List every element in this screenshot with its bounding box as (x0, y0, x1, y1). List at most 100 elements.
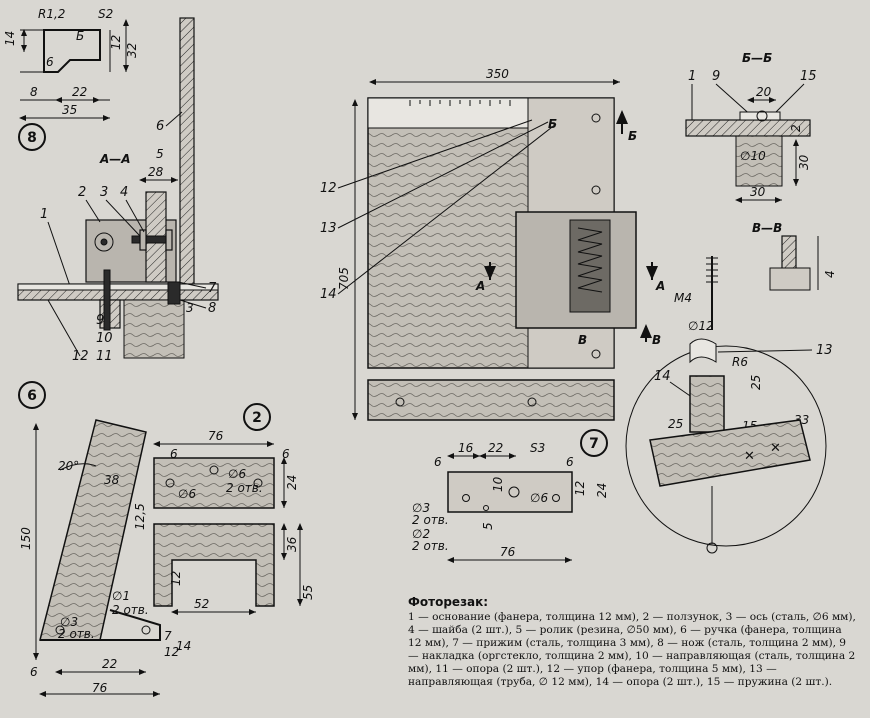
view-2-dim-125: 12,5 (133, 503, 147, 530)
view-8-dim-12: 12 (109, 35, 123, 50)
view-2-dim-6hole: ∅6 (228, 467, 246, 481)
view-aa-dim-3: 3 (186, 301, 194, 315)
view-7-dim-3qty: 2 отв. (412, 513, 449, 527)
view-2-dim-52: 52 (194, 597, 209, 611)
view-8-dim-8: 8 (30, 85, 38, 99)
main-dim-350: 350 (486, 67, 509, 81)
main-label-14: 14 (320, 287, 337, 302)
view-aa-label-6: 6 (156, 119, 164, 134)
view-bb-dim-10: ∅10 (740, 149, 766, 163)
view-8-dim-32: 32 (125, 43, 139, 58)
view-7-dim-76: 76 (500, 545, 516, 559)
view-7-dim-2hole: ∅2 (412, 527, 430, 541)
view-7-dim-12: 12 (573, 481, 587, 496)
view-bb-label-1: 1 (688, 69, 696, 84)
view-2-dim-24: 24 (285, 475, 299, 490)
view-bb-dim-30h: 30 (750, 185, 766, 199)
guide-plate (447, 471, 573, 513)
view-2-dim-6holeB: ∅6 (178, 487, 196, 501)
view-6-dim-14: 14 (176, 639, 191, 653)
view-8-badge (18, 123, 46, 151)
detail-support (689, 375, 725, 433)
detail-dim-12: ∅12 (688, 319, 714, 333)
view-6-dim-7: 7 (164, 629, 172, 643)
view-7-dim-10: 10 (491, 476, 505, 492)
detail-label-14: 14 (654, 369, 671, 384)
caption-text: 1 — основание (фанера, толщина 12 мм), 2… (408, 611, 856, 688)
ruler-stop (367, 97, 529, 129)
view-bb-dim-2: 2 (789, 124, 803, 132)
handle-plate (179, 17, 195, 289)
view-2-dim-qty: 2 отв. (226, 481, 263, 495)
view-aa-label-3: 3 (100, 185, 108, 200)
view-aa-dim-28: 28 (148, 165, 164, 179)
view-7-dim-3hole: ∅3 (412, 501, 430, 515)
view-bb-dim-20: 20 (756, 85, 772, 99)
main-label-v1: В (578, 333, 587, 347)
view-aa-label-10: 10 (96, 331, 113, 346)
view-8-dim-6: 6 (46, 55, 54, 69)
caption: Фоторезак: 1 — основание (фанера, толщин… (408, 596, 858, 689)
main-dim-705: 705 (337, 267, 351, 290)
view-aa-label-7: 7 (208, 281, 217, 296)
knife-blade (167, 281, 181, 305)
svg-text:✕: ✕ (744, 449, 755, 464)
detail-circle (625, 345, 827, 547)
bb-support (735, 135, 783, 187)
view-7-dim-22: 22 (488, 441, 503, 455)
view-8-dim-r12: R1,2 (38, 7, 65, 21)
detail-base (649, 419, 811, 487)
view-aa-label-11: 11 (96, 349, 113, 364)
view-6-dim-3hole-qty: 2 отв. (58, 627, 95, 641)
svg-text:✕: ✕ (770, 441, 781, 456)
support-block (123, 299, 185, 359)
main-label-12: 12 (320, 181, 337, 196)
view-vv-dim-m4: М4 (674, 291, 692, 305)
view-7-dim-6hole: ∅6 (530, 491, 548, 505)
view-8-badge-label: 8 (27, 130, 37, 146)
caption-title: Фоторезак: (408, 595, 489, 609)
view-aa-label-4: 4 (120, 185, 128, 200)
view-aa-label-1: 1 (40, 207, 48, 222)
view-6-badge-label: 6 (27, 388, 37, 404)
view-6-dim-1hole-qty: 2 отв. (112, 603, 149, 617)
view-7-guide: 7 16 22 S3 6 6 10 12 24 ∅6 ∅3 2 отв. ∅2 … (412, 429, 609, 563)
view-8-dim-22: 22 (72, 85, 87, 99)
view-2-slider: 2 76 6 6 ∅6 ∅6 2 отв. 24 12,5 36 55 52 1… (133, 403, 315, 615)
view-6-dim-38: 38 (104, 473, 120, 487)
view-2-dim-6a: 6 (170, 447, 178, 461)
view-2-dim-36: 36 (285, 536, 299, 552)
view-2-dim-6b: 6 (282, 447, 290, 461)
view-bb-title: Б—Б (742, 51, 772, 65)
view-7-dim-16: 16 (458, 441, 474, 455)
main-label-b2: Б (628, 129, 637, 143)
view-2-badge (243, 403, 271, 431)
view-7-badge-label: 7 (589, 436, 599, 452)
view-bb-label-9: 9 (712, 69, 720, 84)
view-vv-dim-4: 4 (823, 270, 837, 278)
view-6-dim-150: 150 (19, 527, 33, 550)
view-6-badge (18, 381, 46, 409)
view-aa-label-8: 8 (208, 301, 216, 316)
view-6-dim-12: 12 (164, 645, 179, 659)
view-6-dim-76: 76 (92, 681, 108, 695)
main-top-view: 350 705 12 13 14 Б Б А А В В (320, 67, 665, 421)
view-aa-label-12: 12 (72, 349, 89, 364)
view-2-dim-55: 55 (301, 585, 315, 600)
view-2-dim-12: 12 (169, 571, 183, 586)
main-label-b1: Б (548, 117, 557, 131)
view-7-dim-24: 24 (595, 483, 609, 498)
view-aa-section: 6 А—А 5 28 2 3 4 1 7 8 3 9 10 11 (17, 17, 219, 364)
view-8-dim-14: 14 (3, 31, 17, 46)
view-7-dim-2qty: 2 отв. (412, 539, 449, 553)
view-6-dim-3hole: ∅3 (60, 615, 78, 629)
view-aa-label-9: 9 (96, 313, 104, 328)
view-7-dim-6b: 6 (566, 455, 574, 469)
detail-guide-assembly: ∅12 13 14 R6 25 25 15 33 ✕ ✕ (625, 319, 833, 554)
view-6-dim-1hole: ∅1 (112, 589, 130, 603)
view-8-knife: 8 R1,2 S2 14 Б 12 32 6 8 22 35 (3, 7, 139, 151)
view-7-dim-s3: S3 (530, 441, 545, 455)
view-8-dim-35: 35 (62, 103, 77, 117)
view-bb-label-15: 15 (800, 69, 817, 84)
